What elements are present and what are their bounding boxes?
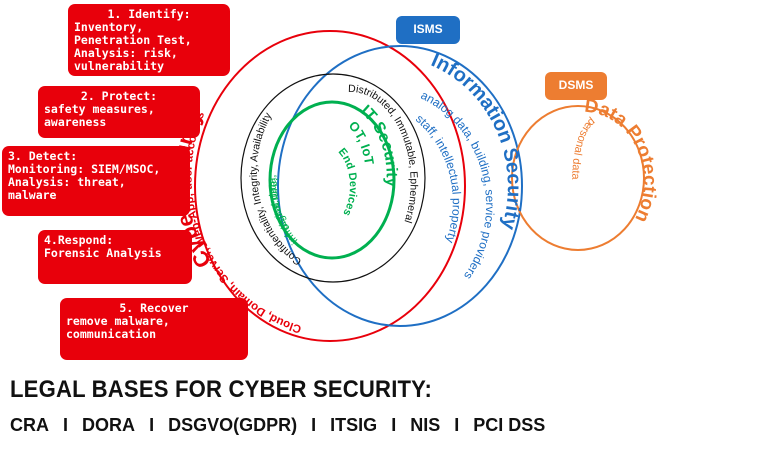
step-detect: 3. Detect: Monitoring: SIEM/MSOC, Analys… bbox=[2, 146, 190, 216]
step-line: communication bbox=[66, 327, 157, 341]
law-separator: I bbox=[454, 415, 460, 435]
step-line: awareness bbox=[44, 115, 107, 129]
it-security-circle bbox=[268, 100, 396, 260]
law-separator: I bbox=[149, 415, 155, 435]
step-line: malware bbox=[8, 188, 57, 202]
step-line: vulnerability bbox=[74, 59, 165, 73]
law-cra: CRA bbox=[10, 415, 49, 435]
law-pci-dss: PCI DSS bbox=[473, 415, 546, 435]
step-line: Analysis: threat, bbox=[8, 175, 126, 189]
law-nis: NIS bbox=[410, 415, 441, 435]
dsms-tag: DSMS bbox=[545, 72, 607, 100]
law-itsig: ITSIG bbox=[330, 415, 378, 435]
step-line: Monitoring: SIEM/MSOC, bbox=[8, 162, 161, 176]
step-title: 2. Protect: bbox=[80, 89, 158, 103]
information-security-circle bbox=[277, 45, 523, 327]
legal-bases-heading: LEGAL BASES FOR CYBER SECURITY: bbox=[10, 376, 432, 403]
step-title: 3. Detect: bbox=[8, 149, 78, 163]
step-protect: 2. Protect: safety measures, awareness bbox=[38, 86, 200, 138]
law-separator: I bbox=[63, 415, 69, 435]
step-line: safety measures, bbox=[44, 102, 155, 116]
step-title: 5. Recover bbox=[119, 301, 189, 315]
isms-tag: ISMS bbox=[396, 16, 460, 44]
cia-circle bbox=[240, 73, 426, 283]
law-dora: DORA bbox=[82, 415, 136, 435]
step-title: 4.Respond: bbox=[44, 233, 114, 247]
it-security-line3: End Devices bbox=[336, 146, 359, 218]
step-title: 1. Identify: bbox=[107, 7, 191, 21]
law-separator: I bbox=[391, 415, 397, 435]
law-separator: I bbox=[311, 415, 317, 435]
step-line: Analysis: risk, bbox=[74, 46, 178, 60]
legal-bases-list: CRA I DORA I DSGVO(GDPR) I ITSIG I NIS I… bbox=[10, 415, 545, 436]
step-respond: 4.Respond: Forensic Analysis bbox=[38, 230, 192, 284]
step-recover: 5. Recover remove malware, communication bbox=[60, 298, 248, 360]
step-line: remove malware, bbox=[66, 314, 170, 328]
step-line: Forensic Analysis bbox=[44, 246, 162, 260]
step-identify: 1. Identify: Inventory, Penetration Test… bbox=[68, 4, 230, 76]
step-line: Inventory, bbox=[74, 20, 144, 34]
cyber-security-circle bbox=[194, 30, 466, 342]
law-dsgvo: DSGVO(GDPR) bbox=[168, 415, 298, 435]
data-protection-circle bbox=[511, 105, 645, 251]
step-line: Penetration Test, bbox=[74, 33, 192, 47]
data-protection-subtitle: personal data bbox=[569, 115, 597, 180]
data-protection-title: Data Protection bbox=[583, 96, 660, 226]
